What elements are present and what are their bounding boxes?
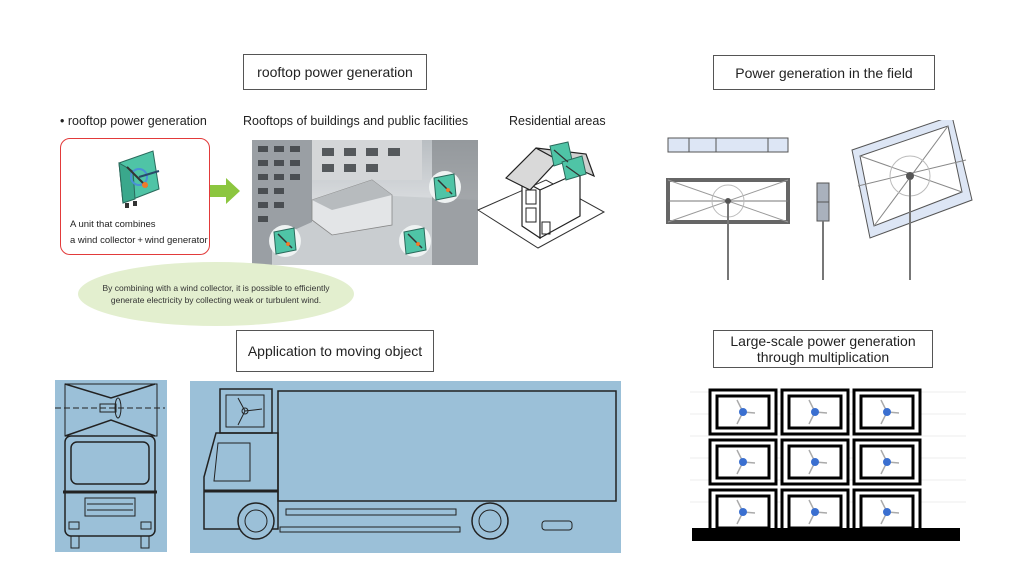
array-base [692, 528, 960, 541]
wind-collector-unit-icon [118, 150, 160, 208]
multiplication-title-line1: Large-scale power generation [730, 333, 916, 349]
truck-side-view-drawing [203, 388, 617, 540]
truck-front-view-panel [55, 380, 167, 552]
generator-cell-r2-c3 [852, 438, 922, 486]
collector-on-building-1-icon [429, 171, 461, 203]
field-generator-top-view [667, 137, 789, 153]
field-generator-views [666, 120, 973, 280]
rotor-hub-icon [811, 508, 819, 516]
rotor-hub-icon [811, 458, 819, 466]
field-generator-front-view [666, 178, 790, 280]
rooftop-section-title-text: rooftop power generation [257, 64, 413, 80]
wind-unit-card: A unit that combines a wind collector + … [60, 138, 210, 255]
field-section-title: Power generation in the field [713, 55, 935, 90]
field-generator-side-view [816, 182, 830, 280]
label-rooftops-of-buildings: Rooftops of buildings and public facilit… [243, 114, 469, 128]
generator-cell-r2-c1 [708, 438, 778, 486]
label-residential-areas: Residential areas [509, 114, 606, 128]
truck-front-view-drawing [55, 383, 165, 549]
residential-house-illustration [476, 141, 606, 249]
wind-collector-benefit-text: By combining with a wind collector, it i… [102, 283, 330, 305]
generator-cell-r3-c3 [852, 488, 922, 536]
multiplication-section-title: Large-scale power generation through mul… [713, 330, 933, 368]
rooftop-section-title: rooftop power generation [243, 54, 427, 90]
rotor-hub-icon [883, 458, 891, 466]
right-arrow-icon [210, 178, 240, 204]
generator-cell-r1-c1 [708, 388, 778, 436]
moving-section-title-text: Application to moving object [247, 343, 423, 359]
truck-side-view-panel [190, 381, 621, 553]
rotor-hub-icon [739, 508, 747, 516]
wind-collector-benefit-note: By combining with a wind collector, it i… [78, 262, 354, 326]
rotor-hub-icon [739, 458, 747, 466]
rotor-hub-icon [739, 408, 747, 416]
field-section-title-text: Power generation in the field [735, 64, 913, 81]
unit-text-line2: a wind collector + wind generator [70, 235, 208, 246]
generator-cell-r2-c2 [780, 438, 850, 486]
rotor-hub-icon [883, 408, 891, 416]
generator-cell-r3-c2 [780, 488, 850, 536]
rotor-hub-icon [811, 408, 819, 416]
unit-text-line1: A unit that combines [70, 219, 156, 230]
multiplication-title-line2: through multiplication [756, 349, 890, 365]
collector-on-building-3-icon [399, 225, 431, 257]
multiplied-generator-array [690, 386, 966, 544]
generator-cell-r1-c3 [852, 388, 922, 436]
generator-cell-r3-c1 [708, 488, 778, 536]
collector-on-building-2-icon [269, 225, 301, 257]
rotor-hub-icon [883, 508, 891, 516]
label-rooftop-unit: • rooftop power generation [60, 114, 207, 128]
rooftop-buildings-photo [252, 140, 478, 265]
field-generator-perspective-view [851, 120, 973, 280]
generator-cell-r1-c2 [780, 388, 850, 436]
moving-section-title: Application to moving object [236, 330, 434, 372]
